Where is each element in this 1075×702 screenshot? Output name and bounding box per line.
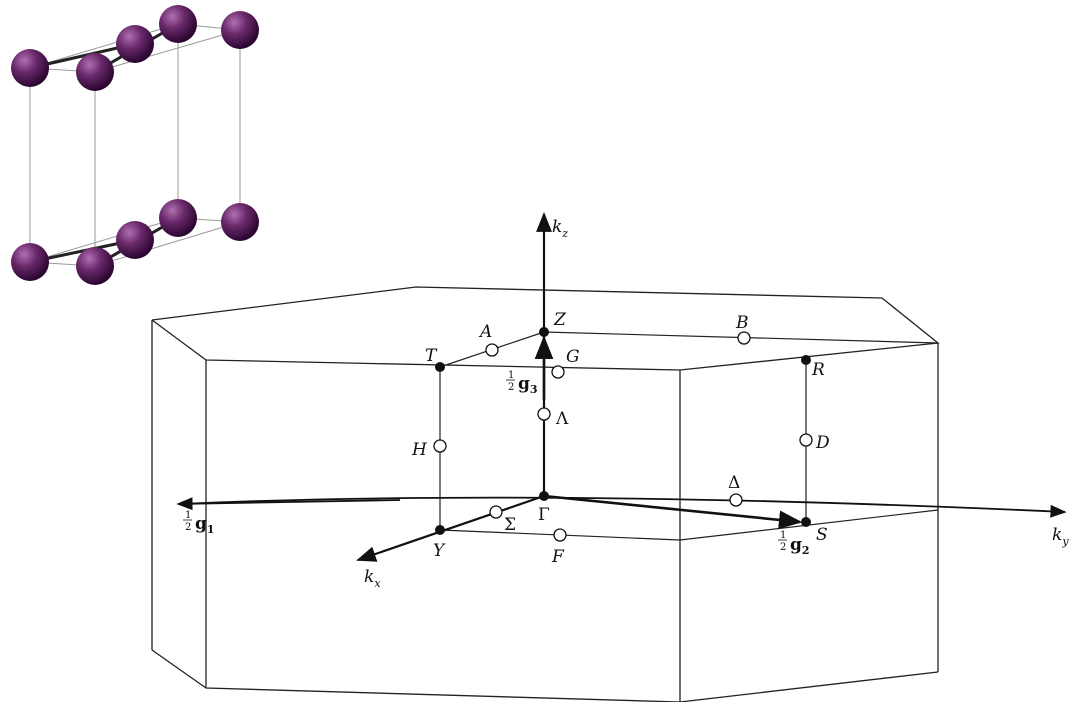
point-t bbox=[435, 362, 445, 372]
label-g: G bbox=[566, 347, 580, 367]
axes bbox=[176, 212, 1067, 562]
atom bbox=[76, 247, 114, 285]
line-lambda bbox=[537, 407, 551, 421]
atom bbox=[159, 5, 197, 43]
label-g3: 1 2 g3 bbox=[506, 370, 538, 396]
line-f bbox=[553, 528, 567, 542]
label-gamma: Γ bbox=[538, 505, 550, 525]
label-ky: ky bbox=[1052, 525, 1069, 548]
mid-plane-lines bbox=[439, 360, 939, 541]
label-a: A bbox=[478, 322, 492, 342]
atom bbox=[76, 53, 114, 91]
svg-text:2: 2 bbox=[185, 522, 191, 533]
label-b: B bbox=[735, 313, 749, 333]
label-kz: kz bbox=[552, 217, 568, 240]
point-gamma bbox=[539, 491, 549, 501]
symmetry-points bbox=[435, 327, 811, 535]
label-g3-text: g3 bbox=[518, 374, 538, 396]
svg-text:2: 2 bbox=[508, 382, 514, 393]
line-sigma bbox=[489, 505, 503, 519]
atom bbox=[116, 221, 154, 259]
label-kx: kx bbox=[364, 567, 381, 590]
label-f: F bbox=[551, 547, 565, 567]
label-h: H bbox=[411, 440, 428, 460]
label-r: R bbox=[811, 360, 825, 380]
label-y: Y bbox=[433, 541, 446, 561]
label-sigma: Σ bbox=[504, 515, 516, 535]
line-h bbox=[433, 439, 447, 453]
atom bbox=[11, 243, 49, 281]
atom bbox=[221, 11, 259, 49]
point-z bbox=[539, 327, 549, 337]
top-face-lines bbox=[439, 331, 939, 368]
symmetry-line-points bbox=[433, 331, 813, 542]
label-d: D bbox=[815, 433, 830, 453]
label-g2: 1 2 g2 bbox=[778, 530, 810, 557]
svg-text:1: 1 bbox=[185, 510, 191, 521]
atom bbox=[116, 25, 154, 63]
line-a bbox=[485, 343, 499, 357]
svg-text:1: 1 bbox=[508, 370, 514, 381]
line-delta bbox=[729, 493, 743, 507]
g2-vector bbox=[543, 494, 803, 530]
crystal-unit-cell bbox=[11, 5, 259, 285]
atom bbox=[11, 49, 49, 87]
label-lambda: Λ bbox=[555, 409, 569, 429]
svg-text:1: 1 bbox=[780, 530, 786, 541]
atom bbox=[159, 199, 197, 237]
point-r bbox=[801, 355, 811, 365]
point-y bbox=[435, 525, 445, 535]
label-s: S bbox=[816, 525, 828, 545]
kx-axis bbox=[356, 494, 545, 562]
line-d bbox=[799, 433, 813, 447]
label-z: Z bbox=[553, 310, 567, 330]
line-g bbox=[551, 365, 565, 379]
ky-axis bbox=[179, 496, 1067, 518]
point-s bbox=[801, 517, 811, 527]
label-t: T bbox=[425, 346, 438, 366]
g1-vector bbox=[176, 497, 401, 511]
label-g1: 1 2 g1 bbox=[183, 510, 215, 536]
label-g2-text: g2 bbox=[790, 535, 810, 557]
line-b bbox=[737, 331, 751, 345]
atom bbox=[221, 203, 259, 241]
svg-text:2: 2 bbox=[780, 542, 786, 553]
label-g1-text: g1 bbox=[195, 514, 215, 536]
label-delta: Δ bbox=[728, 473, 740, 493]
